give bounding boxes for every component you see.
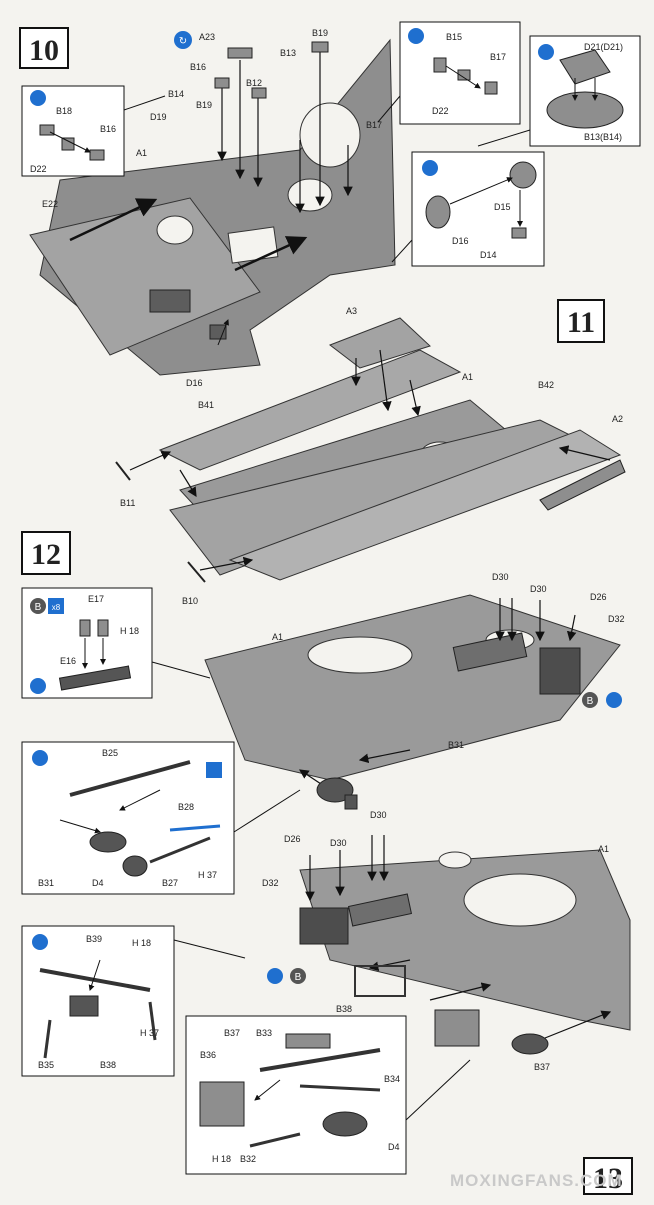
part-label: D30 (370, 810, 387, 820)
paint-reference: H 37 (140, 1028, 159, 1038)
part-label: B17 (490, 52, 506, 62)
part-label: D16 (452, 236, 469, 246)
part-label: B31 (448, 740, 464, 750)
part-label: B34 (384, 1074, 400, 1084)
part-label: D4 (388, 1142, 400, 1152)
parts-tree-badge: B (35, 602, 42, 613)
step-number: 10 (29, 34, 59, 67)
part-label: B13 (280, 48, 296, 58)
part-label: D22 (432, 106, 449, 116)
part-label: A2 (612, 414, 623, 424)
part-label: A1 (462, 372, 473, 382)
part-label: D4 (92, 878, 104, 888)
step-number: 11 (567, 306, 595, 339)
part-label: D26 (590, 592, 607, 602)
part-label: B31 (38, 878, 54, 888)
part-label: B38 (100, 1060, 116, 1070)
part-label: B19 (196, 100, 212, 110)
part-label: B14 (168, 89, 184, 99)
part-label: B19 (312, 28, 328, 38)
watermark: MOXINGFANS.COM (450, 1171, 623, 1190)
part-label: D19 (150, 112, 167, 122)
part-label: B27 (162, 878, 178, 888)
part-label: B35 (38, 1060, 54, 1070)
part-label: D15 (494, 202, 511, 212)
inset-suspension-arms: B25 B28 B31 D4 B27 H 37 (21, 741, 301, 895)
inset-detail-left: B18 B16 D22 (21, 85, 166, 177)
quantity-badge: x8 (52, 603, 61, 612)
paint-reference: H 18 (132, 938, 151, 948)
part-label: E22 (42, 199, 58, 209)
part-label: D26 (284, 834, 301, 844)
part-label: B28 (178, 802, 194, 812)
inset-detail-hatch: D15 D16 D14 (391, 151, 545, 267)
part-label: B33 (256, 1028, 272, 1038)
parts-tree-badge: B (295, 972, 302, 983)
part-label: B37 (224, 1028, 240, 1038)
step-number: 12 (31, 538, 61, 571)
part-label: D32 (608, 614, 625, 624)
part-label: B18 (56, 106, 72, 116)
part-label: D14 (480, 250, 497, 260)
inset-detail-right: D21(D21) B13(B14) (477, 35, 641, 147)
parts-tree-badge: B (587, 696, 594, 707)
part-label: D32 (262, 878, 279, 888)
part-label: E16 (60, 656, 76, 666)
part-label: D16 (186, 378, 203, 388)
part-label: B13(B14) (584, 132, 622, 142)
part-label: B32 (240, 1154, 256, 1164)
paint-reference: H 18 (212, 1154, 231, 1164)
part-label: B25 (102, 748, 118, 758)
part-label: B12 (246, 78, 262, 88)
part-label: B41 (198, 400, 214, 410)
inset-torsion-bars: B39 B35 B38 H 18 H 37 (21, 925, 246, 1077)
step-10: 10 ↻ A23 B16 B13 B19 B12 B14 (19, 21, 641, 388)
part-label: B17 (366, 120, 382, 130)
step-11: 11 A3 A1 B42 B41 A2 B11 B10 (115, 299, 626, 606)
part-label: D30 (330, 838, 347, 848)
part-label: D21(D21) (584, 42, 623, 52)
part-label: B16 (190, 62, 206, 72)
step-number: 13 (593, 1162, 623, 1195)
part-label: B16 (100, 124, 116, 134)
part-label: B39 (86, 934, 102, 944)
part-label: B15 (446, 32, 462, 42)
part-label: D22 (30, 164, 47, 174)
part-label: A1 (272, 632, 283, 642)
part-label: B36 (200, 1050, 216, 1060)
step-12: 12 B D30 D30 D26 D32 A1 B31 B x8 (21, 531, 625, 895)
part-label: B11 (120, 498, 135, 508)
svg-text:↻: ↻ (179, 36, 187, 47)
inset-track-links: B x8 E17 E16 H 18 (21, 587, 211, 699)
part-label: E17 (88, 594, 104, 604)
part-label: B10 (182, 596, 198, 606)
paint-reference: H 37 (198, 870, 217, 880)
paint-reference: H 18 (120, 626, 139, 636)
part-label: A23 (199, 32, 215, 42)
part-label: B37 (534, 1062, 550, 1072)
part-label: B38 (336, 1004, 352, 1014)
step-13: B D30 D30 D26 D32 A1 B38 B37 B39 B35 B38… (21, 810, 633, 1195)
inset-suspension-assembly: B37 B33 B36 B34 D4 B32 H 18 (185, 1015, 471, 1175)
part-label: B42 (538, 380, 554, 390)
part-label: D30 (530, 584, 547, 594)
part-label: A1 (136, 148, 147, 158)
glue-icon (174, 31, 192, 49)
part-label: A3 (346, 306, 357, 316)
inset-detail-top: B15 B17 D22 (377, 21, 521, 125)
part-label: D30 (492, 572, 509, 582)
part-label: A1 (598, 844, 609, 854)
